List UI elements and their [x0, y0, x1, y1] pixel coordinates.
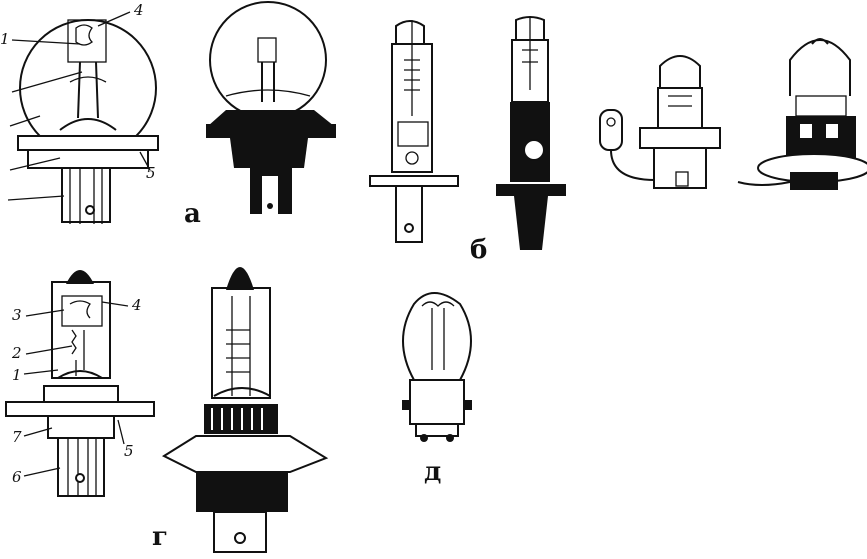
lamp-b-h1-realistic — [496, 16, 566, 250]
lamp-a-schematic: 1 4 5 — [0, 1, 159, 224]
figure-label-b: б — [470, 235, 487, 265]
lamp-g-h4-schematic: 3 2 1 4 7 5 6 — [5, 270, 155, 497]
callout-g-4: 4 — [131, 296, 142, 314]
lamp-b-h3-realistic — [737, 38, 867, 190]
lamp-b-h3-schematic — [599, 55, 721, 189]
figure-label-d: д — [424, 457, 441, 487]
figure-label-a: а — [184, 199, 201, 229]
callout-a-1: 1 — [0, 30, 10, 48]
figure-label-g: г — [152, 522, 168, 552]
lamp-b-h1-schematic — [369, 20, 459, 243]
callout-a-4: 4 — [133, 1, 144, 19]
lamp-g-h4-realistic — [161, 267, 329, 553]
callout-g-2: 2 — [11, 344, 22, 362]
callout-g-7: 7 — [12, 428, 22, 446]
callout-g-1: 1 — [12, 366, 22, 384]
callout-a-5: 5 — [146, 164, 156, 182]
callout-g-6: 6 — [12, 468, 22, 486]
callout-g-3: 3 — [12, 306, 22, 324]
lamp-d — [402, 292, 472, 442]
lamp-a-realistic — [206, 1, 336, 214]
callout-g-5: 5 — [124, 442, 134, 460]
